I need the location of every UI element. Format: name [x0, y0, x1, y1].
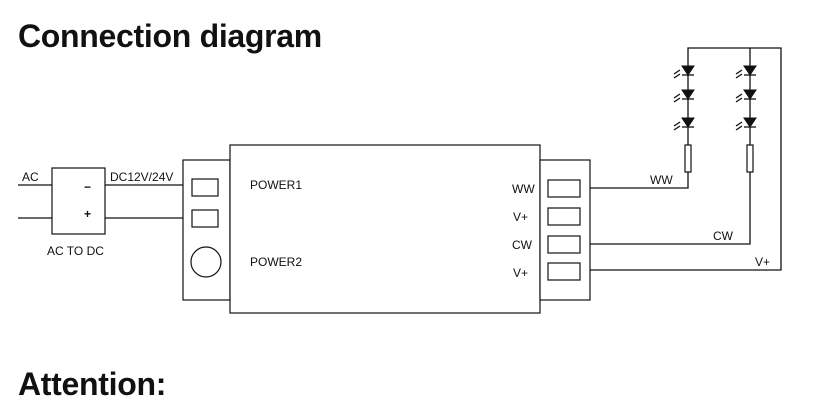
power2-label: POWER2: [250, 255, 302, 269]
wire-ww-label: WW: [650, 173, 673, 187]
led-string-ww: [673, 62, 695, 173]
plus-label: +: [84, 207, 91, 221]
resistor-icon: [684, 144, 692, 173]
wire-cw-label: CW: [713, 229, 734, 243]
wire-ww: [590, 172, 689, 189]
led-icon: [735, 117, 757, 131]
power1-label: POWER1: [250, 178, 302, 192]
terminal-cw-label: CW: [512, 238, 533, 252]
power-jack: [190, 246, 222, 278]
led-icon: [735, 65, 757, 79]
attention-heading: Attention:: [18, 366, 167, 402]
terminal-v2-label: V+: [513, 266, 528, 280]
ac-to-dc-label: AC TO DC: [47, 244, 104, 258]
page-title: Connection diagram: [18, 18, 322, 54]
output-terminal-cw: [547, 235, 581, 254]
ac-label: AC: [22, 170, 39, 184]
led-icon: [673, 117, 695, 131]
wire-cw: [590, 172, 751, 245]
power-terminal-1: [191, 178, 219, 197]
ac-to-dc-converter: [51, 167, 106, 235]
output-terminal-v2: [547, 262, 581, 281]
minus-label: −: [84, 180, 91, 194]
wire-v-plus: [590, 47, 782, 271]
controller-body: [229, 144, 541, 314]
wire-v-label: V+: [755, 255, 770, 269]
led-icon: [673, 89, 695, 103]
led-string-cw: [735, 62, 757, 173]
resistor-icon: [746, 144, 754, 173]
led-icon: [735, 89, 757, 103]
led-icon: [673, 65, 695, 79]
dc-voltage-label: DC12V/24V: [110, 170, 173, 184]
power-terminal-2: [191, 209, 219, 228]
output-terminal-v1: [547, 207, 581, 226]
output-terminal-ww: [547, 179, 581, 198]
terminal-v1-label: V+: [513, 210, 528, 224]
terminal-ww-label: WW: [512, 182, 535, 196]
